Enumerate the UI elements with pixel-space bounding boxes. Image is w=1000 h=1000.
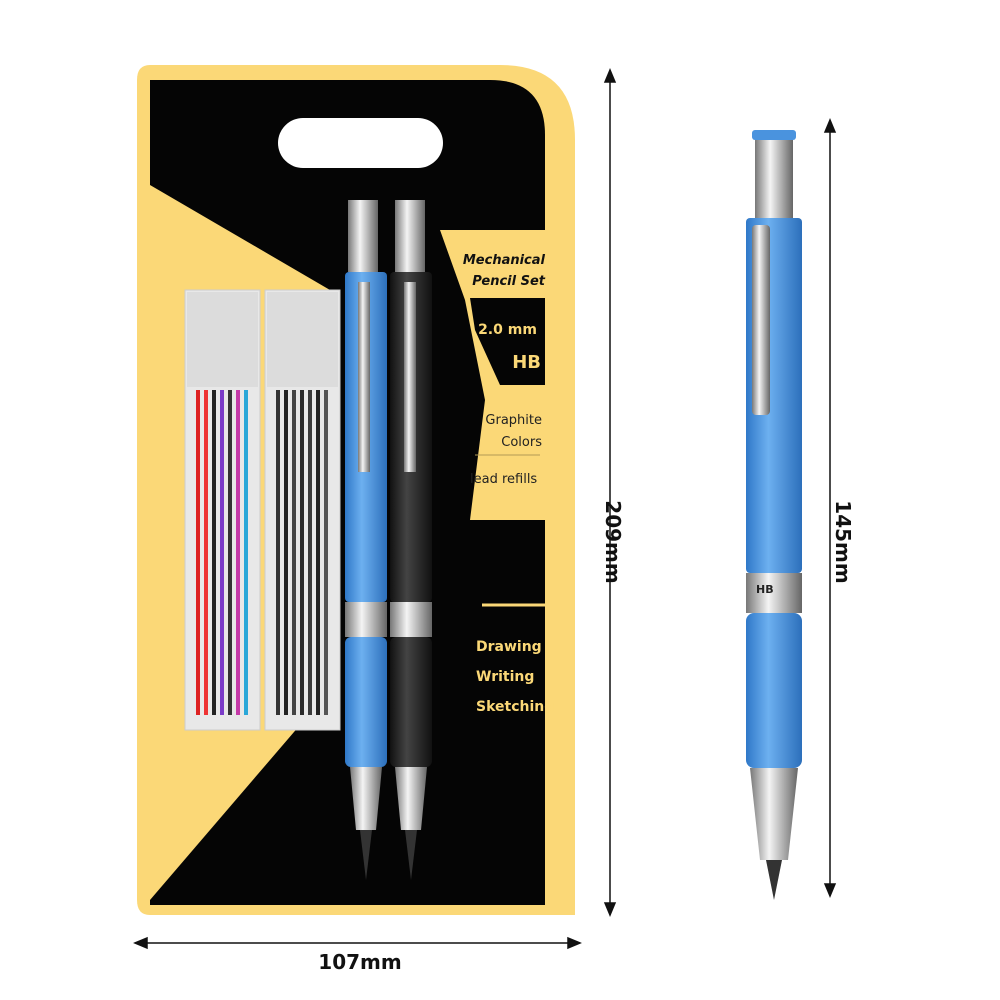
pencil-black-in-pack	[390, 200, 432, 880]
pencil-length-label: 145mm	[831, 500, 855, 584]
colors-line-1: Graphite	[485, 413, 542, 428]
pencil-single	[746, 130, 802, 900]
lead-size: 2.0 mm	[478, 322, 537, 338]
lead-refill-tubes	[184, 289, 341, 731]
colors-line-2: Colors	[501, 435, 542, 450]
pencil-blue-in-pack	[345, 200, 387, 880]
title-line-2: Pencil Set	[472, 274, 545, 289]
lead-grade: HB	[512, 352, 541, 373]
package-width-label: 107mm	[318, 950, 402, 974]
use-item: Sketching	[476, 699, 555, 715]
product-title: Mechanical Pencil Set	[455, 250, 545, 292]
hang-hole	[278, 118, 443, 168]
pencil-grade-band: HB	[756, 583, 774, 596]
uses-list: Drawing Writing Sketching	[476, 632, 554, 722]
colors-label: Graphite Colors	[470, 410, 542, 454]
use-item: Drawing	[476, 639, 542, 655]
dimension-arrows	[133, 68, 837, 950]
title-line-1: Mechanical	[462, 253, 545, 268]
use-item: Writing	[476, 669, 535, 685]
package-height-label: 209mm	[601, 500, 625, 584]
refills-label: lead refills	[470, 472, 538, 487]
